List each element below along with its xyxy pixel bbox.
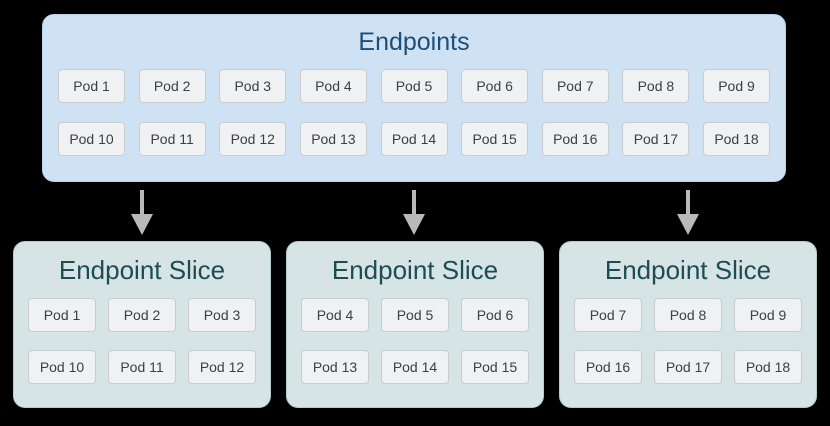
pod: Pod 8 [622, 69, 690, 103]
pod: Pod 2 [108, 298, 176, 332]
pod: Pod 5 [381, 298, 449, 332]
pod: Pod 5 [380, 69, 448, 103]
slice-1-pod-row-2: Pod 10 Pod 11 Pod 12 [28, 350, 256, 384]
pod: Pod 9 [703, 69, 770, 103]
arrow-stem [686, 190, 690, 216]
arrow-head [677, 214, 699, 235]
pod: Pod 15 [461, 122, 529, 156]
pod: Pod 4 [301, 298, 369, 332]
down-arrow-icon [403, 190, 425, 235]
pod: Pod 3 [219, 69, 287, 103]
pod: Pod 11 [108, 350, 176, 384]
pod: Pod 10 [58, 122, 125, 156]
slice-3-pod-row-1: Pod 7 Pod 8 Pod 9 [574, 298, 802, 332]
endpoints-pod-row-2: Pod 10 Pod 11 Pod 12 Pod 13 Pod 14 Pod 15 Pod … [58, 122, 770, 156]
endpoints-box: Endpoints Pod 1 Pod 2 Pod 3 Pod 4 Pod 5 Pod 6… [42, 14, 786, 182]
pod: Pod 13 [299, 122, 367, 156]
pod: Pod 1 [28, 298, 96, 332]
arrow-head [131, 214, 153, 235]
pod: Pod 13 [301, 350, 369, 384]
endpoint-slice-title: Endpoint Slice [58, 255, 226, 285]
slice-2-pod-row-1: Pod 4 Pod 5 Pod 6 [301, 298, 529, 332]
pod: Pod 14 [380, 122, 448, 156]
pod: Pod 18 [703, 122, 770, 156]
pod: Pod 1 [58, 69, 125, 103]
endpoints-title: Endpoints [358, 28, 470, 56]
slice-1-pod-row-1: Pod 1 Pod 2 Pod 3 [28, 298, 256, 332]
pod: Pod 12 [188, 350, 256, 384]
pod: Pod 9 [734, 298, 802, 332]
pod: Pod 3 [188, 298, 256, 332]
arrow-stem [412, 190, 416, 216]
slice-3-pod-row-2: Pod 16 Pod 17 Pod 18 [574, 350, 802, 384]
pod: Pod 16 [574, 350, 642, 384]
pod: Pod 7 [541, 69, 609, 103]
pod: Pod 18 [734, 350, 802, 384]
pod: Pod 15 [461, 350, 529, 384]
pod: Pod 6 [461, 69, 529, 103]
arrow-head [403, 214, 425, 235]
pod: Pod 6 [461, 298, 529, 332]
endpoint-slice-title: Endpoint Slice [331, 255, 499, 285]
pod: Pod 2 [138, 69, 206, 103]
pod: Pod 17 [622, 122, 690, 156]
endpoint-slice-title: Endpoint Slice [604, 255, 772, 285]
arrow-stem [140, 190, 144, 216]
pod: Pod 17 [654, 350, 722, 384]
pod: Pod 11 [138, 122, 206, 156]
pod: Pod 10 [28, 350, 96, 384]
pod: Pod 12 [219, 122, 287, 156]
down-arrow-icon [131, 190, 153, 235]
pod: Pod 14 [381, 350, 449, 384]
pod: Pod 16 [541, 122, 609, 156]
pod: Pod 7 [574, 298, 642, 332]
slice-2-pod-row-2: Pod 13 Pod 14 Pod 15 [301, 350, 529, 384]
pod: Pod 8 [654, 298, 722, 332]
endpoints-pod-row-1: Pod 1 Pod 2 Pod 3 Pod 4 Pod 5 Pod 6 Pod 7 Pod 8… [58, 69, 770, 103]
down-arrow-icon [677, 190, 699, 235]
pod: Pod 4 [299, 69, 367, 103]
